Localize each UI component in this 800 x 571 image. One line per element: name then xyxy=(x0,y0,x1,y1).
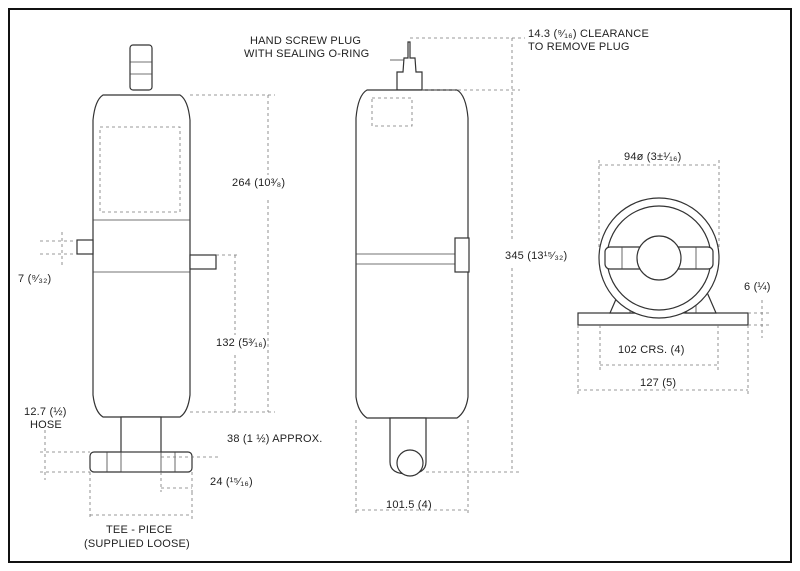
label-dim-7: 7 (⁹⁄₃₂) xyxy=(18,273,51,285)
label-dim-132: 132 (5³⁄₁₆) xyxy=(216,337,267,349)
label-supplied-loose: (SUPPLIED LOOSE) xyxy=(84,538,190,550)
label-tee-piece: TEE - PIECE xyxy=(106,524,172,536)
label-hose: HOSE xyxy=(30,419,62,431)
side-port-right xyxy=(189,254,217,270)
top-nozzle xyxy=(129,44,153,91)
hand-screw-plug xyxy=(396,41,423,91)
label-sealing-o-ring: WITH SEALING O-RING xyxy=(244,48,369,60)
label-height-264: 264 (10³⁄₈) xyxy=(232,177,285,189)
label-crs-102: 102 CRS. (4) xyxy=(618,344,685,356)
label-diameter-94: 94ø (3±¹⁄₁₆) xyxy=(624,151,682,163)
side-view-dimensions: HAND SCREW PLUG WITH SEALING O-RING 14.3… xyxy=(244,28,649,515)
main-body xyxy=(92,94,191,418)
side-view xyxy=(355,41,470,477)
label-height-345: 345 (13¹⁵⁄₃₂) xyxy=(505,250,567,262)
drawing-border xyxy=(8,8,792,563)
label-panel xyxy=(99,126,181,213)
side-port xyxy=(454,237,470,273)
label-dim-127: 127 (5) xyxy=(640,377,676,389)
label-dim-101: 101.5 (4) xyxy=(386,499,432,511)
bottom-stem xyxy=(120,416,162,458)
tee-piece xyxy=(89,451,193,473)
label-approx-38: 38 (1 ½) APPROX. xyxy=(227,433,323,445)
end-view xyxy=(577,197,749,326)
front-view-dimensions: 264 (10³⁄₈) 7 (⁹⁄₃₂) 132 (5³⁄₁₆) 12.7 (½… xyxy=(18,94,323,550)
side-port-left xyxy=(76,239,94,255)
label-dim-24: 24 (¹⁵⁄₁₆) xyxy=(210,476,253,488)
label-hand-screw-plug: HAND SCREW PLUG xyxy=(250,35,361,47)
label-dim-6: 6 (¼) xyxy=(744,281,771,293)
front-view xyxy=(76,44,217,473)
tee-end-view xyxy=(396,449,424,477)
label-clearance: 14.3 (⁹⁄₁₆) CLEARANCE xyxy=(528,28,649,40)
label-hose-size: 12.7 (½) xyxy=(24,406,67,418)
center-hub xyxy=(636,235,682,281)
end-view-dimensions: 94ø (3±¹⁄₁₆) 6 (¼) 102 CRS. (4) 127 (5) xyxy=(577,151,771,395)
label-remove-plug: TO REMOVE PLUG xyxy=(528,41,630,53)
